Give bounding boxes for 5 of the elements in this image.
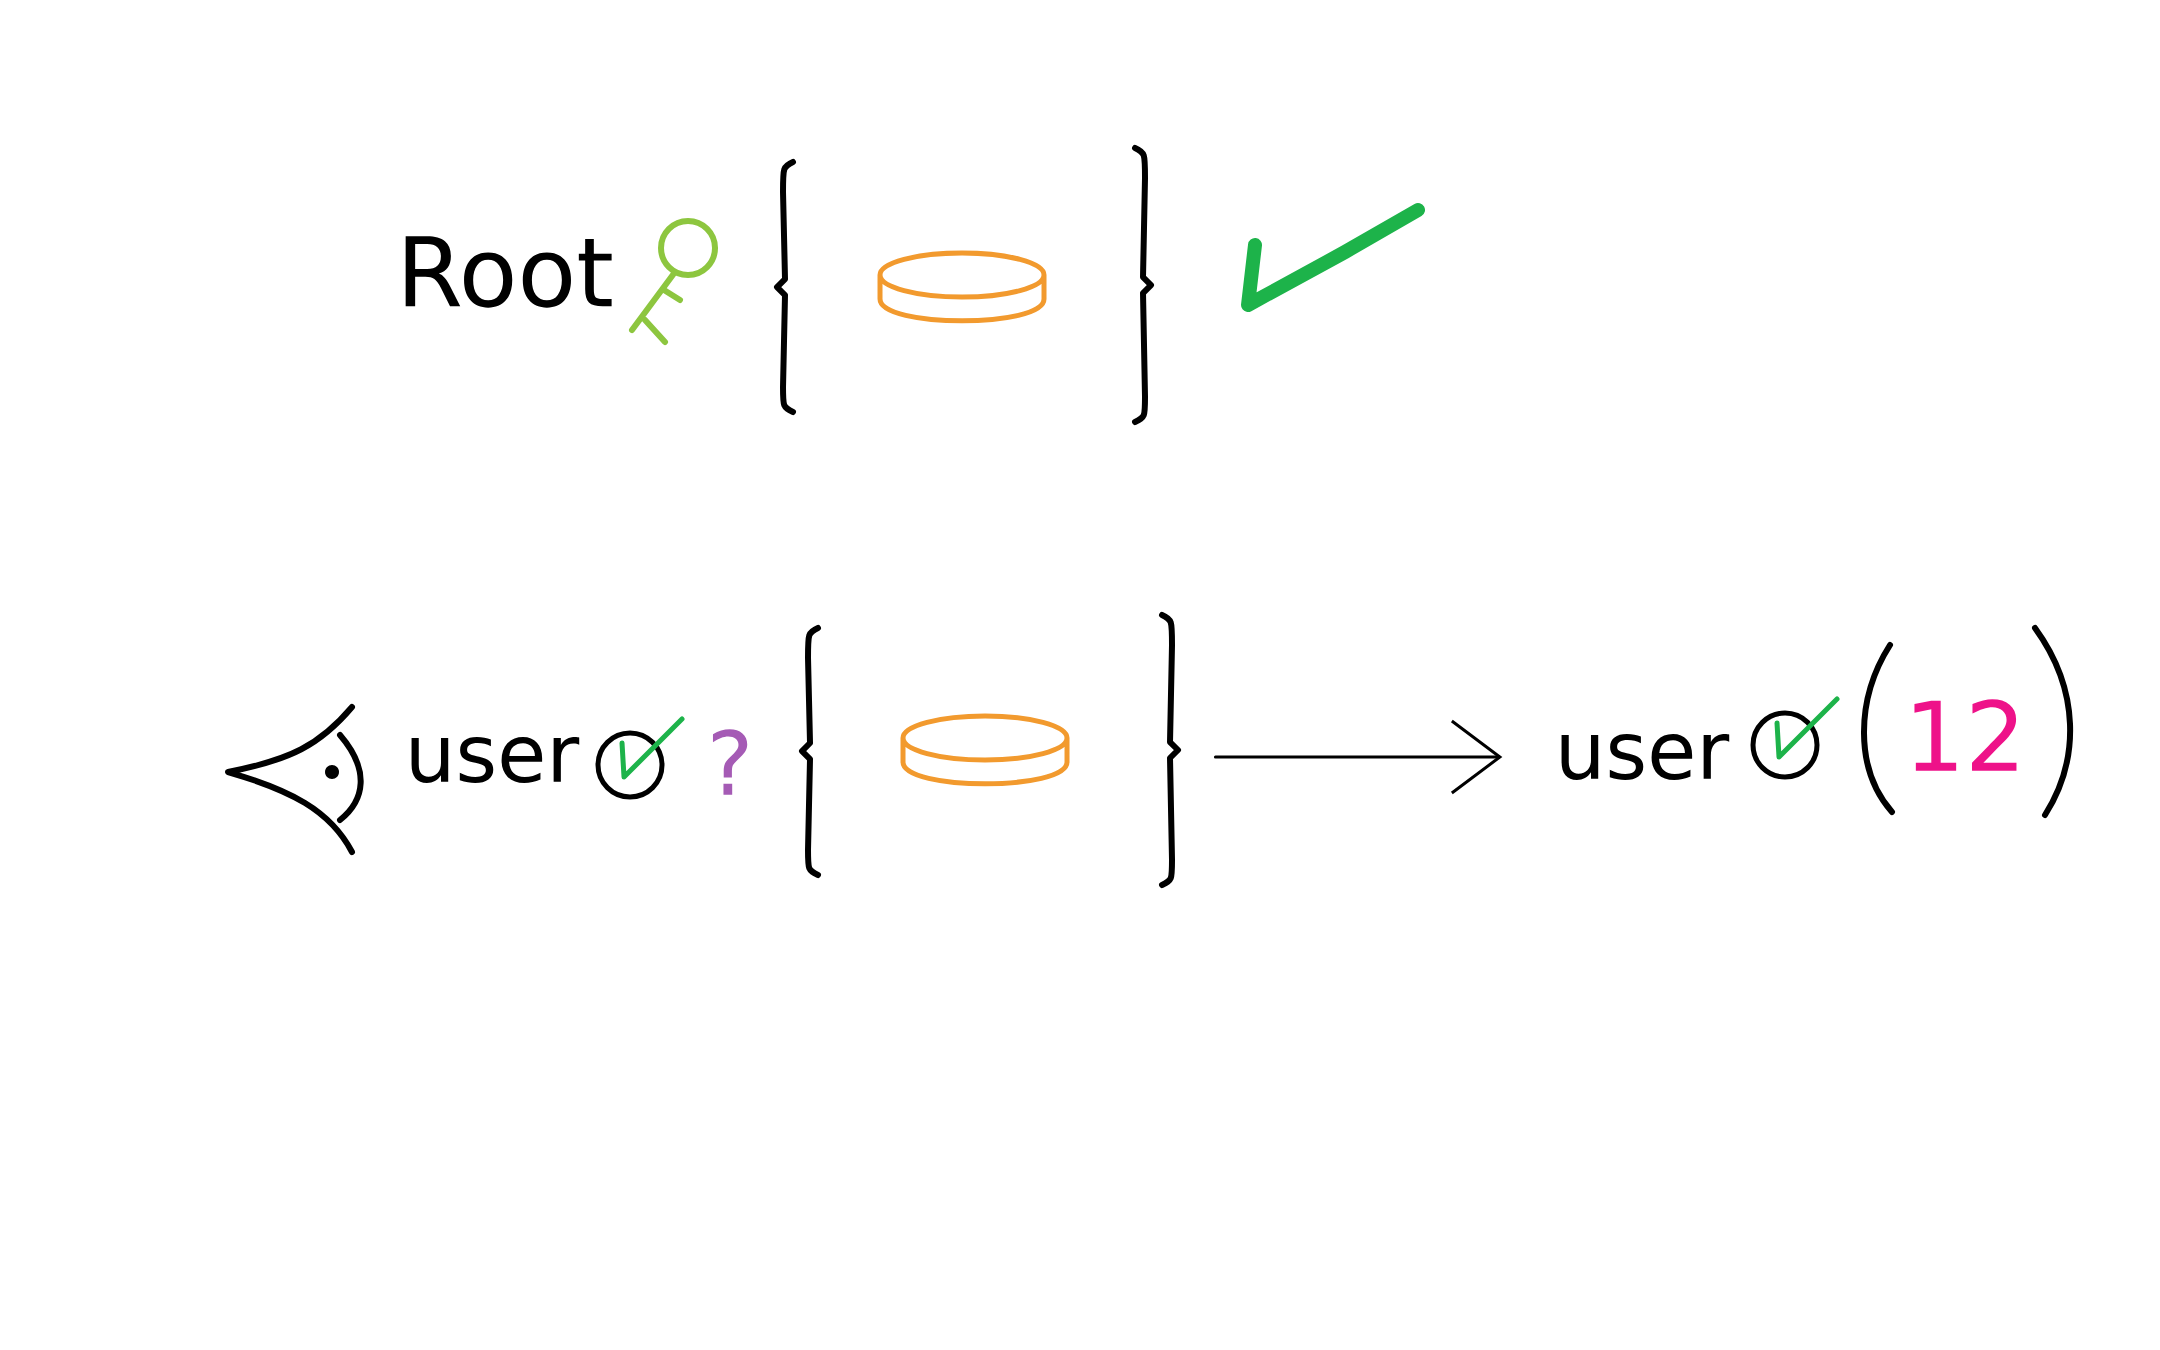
text-label: 12	[1914, 699, 2017, 771]
text-label: user	[411, 737, 580, 783]
text-label: user	[1561, 734, 1730, 780]
text-label: Root	[405, 236, 612, 308]
arrow	[1213, 719, 1503, 795]
